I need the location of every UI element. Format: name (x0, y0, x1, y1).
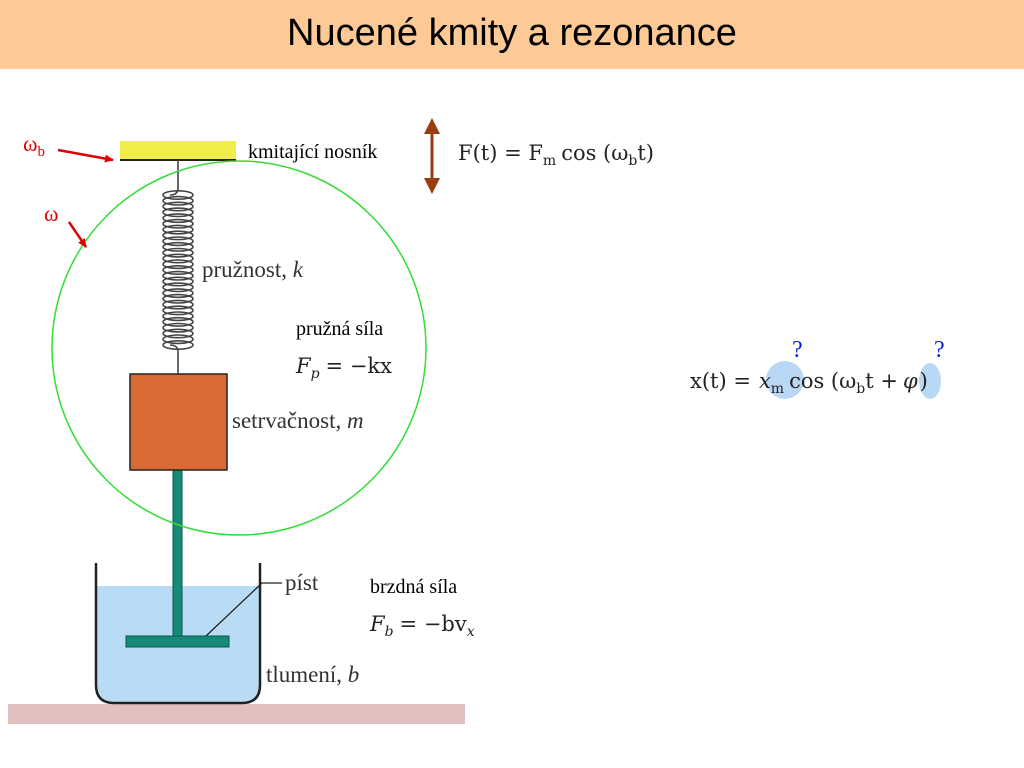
damping-container (94, 563, 262, 705)
omega-b-label: ωb (23, 131, 45, 160)
beam-label: kmitající nosník (248, 141, 377, 163)
oscillator-circle (51, 160, 427, 536)
red-pointer-arrow-icon (57, 148, 114, 163)
damping-label: tlumení, b (266, 662, 359, 687)
amplitude-highlight (766, 361, 804, 399)
piston-label: píst (285, 570, 319, 595)
phase-highlight (919, 363, 941, 399)
unknown-phase-mark: ? (934, 337, 945, 363)
page-title: Nucené kmity a rezonance (287, 12, 737, 54)
piston-rod (172, 469, 183, 639)
unknown-amplitude-mark: ? (792, 337, 803, 363)
elastic-force-label: pružná síla (296, 318, 383, 340)
braking-force-equation: Fb= −bvx (369, 612, 475, 640)
braking-force-label: brzdná síla (370, 576, 457, 598)
spring (162, 160, 194, 374)
inertia-label: setrvačnost, m (232, 408, 364, 433)
mass-block (129, 373, 228, 471)
elastic-force-equation: Fp= −kx (295, 354, 392, 382)
oscillating-beam (120, 141, 236, 160)
vertical-double-arrow-icon (424, 118, 440, 194)
omega-label: ω (44, 201, 58, 226)
stiffness-label: pružnost, k (202, 257, 304, 282)
piston-leader-line (205, 582, 282, 637)
title-bar: Nucené kmity a rezonance (0, 0, 1024, 69)
red-pointer-arrow-icon (67, 221, 88, 248)
ground (8, 704, 465, 724)
piston-plate (125, 635, 230, 648)
